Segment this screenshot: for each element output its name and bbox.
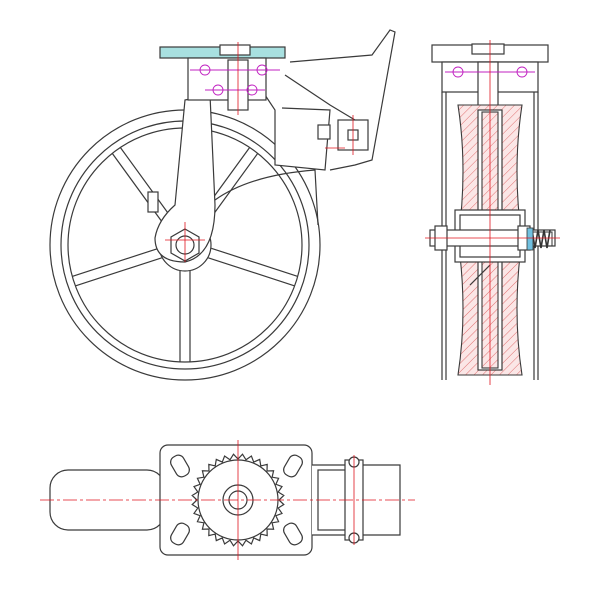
swivel-head bbox=[159, 42, 286, 115]
kingpin-nut bbox=[219, 44, 251, 56]
bottom-view bbox=[40, 440, 415, 560]
spoke-edge bbox=[111, 152, 167, 228]
spoke-edge bbox=[211, 247, 299, 277]
spoke-edge bbox=[119, 147, 175, 222]
spoke-edge bbox=[71, 247, 159, 277]
fork bbox=[147, 94, 331, 263]
spoke-edge bbox=[207, 257, 295, 287]
axle-hub bbox=[165, 222, 205, 262]
brake-lever bbox=[284, 29, 396, 171]
washer bbox=[526, 227, 534, 251]
side-view bbox=[49, 29, 396, 381]
mounting-slots bbox=[170, 454, 303, 546]
spoke-edge bbox=[75, 257, 163, 287]
front-section-view bbox=[425, 40, 560, 385]
